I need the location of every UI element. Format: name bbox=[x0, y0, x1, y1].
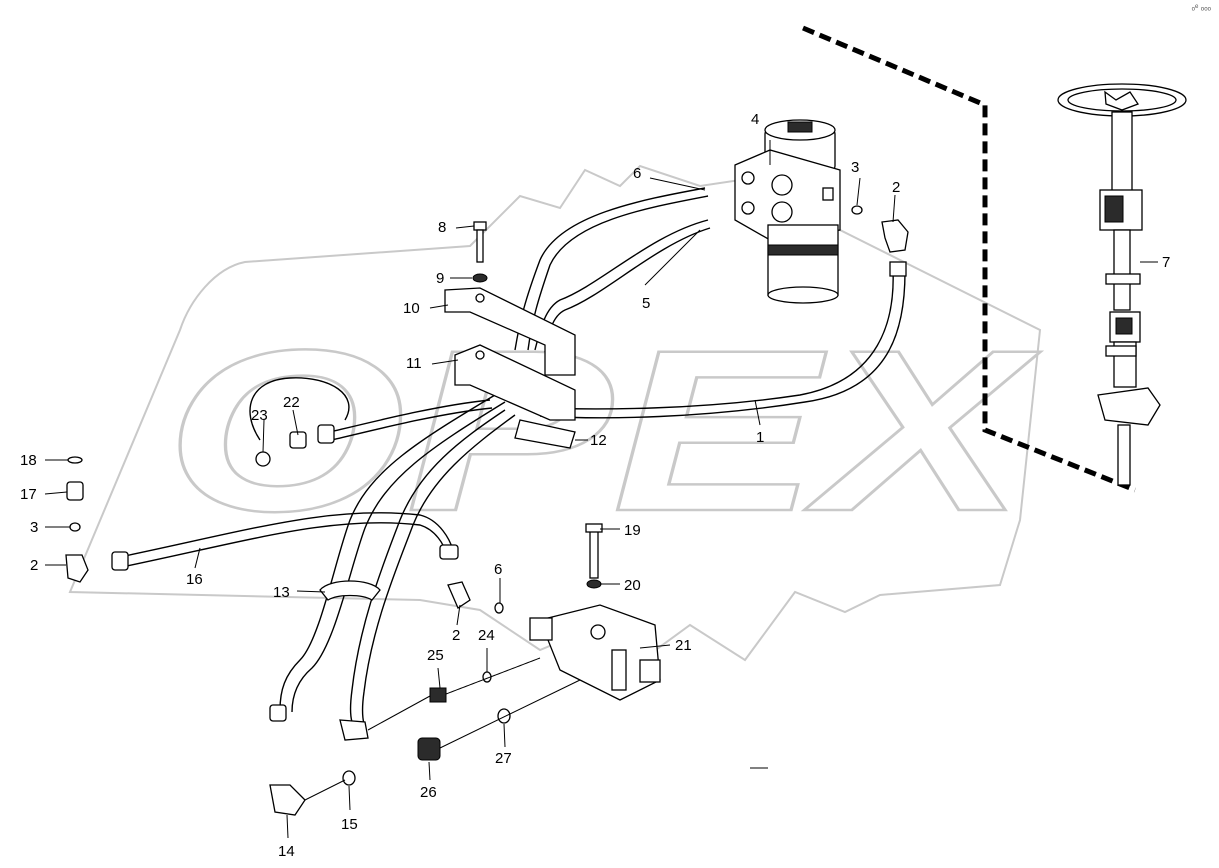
callout-9: 9 bbox=[436, 270, 444, 287]
callout-7: 7 bbox=[1162, 254, 1170, 271]
watermark-gear-outline bbox=[68, 164, 1042, 667]
callout-14: 14 bbox=[278, 843, 295, 860]
callout-6-lower: 6 bbox=[494, 561, 502, 578]
callout-19: 19 bbox=[624, 522, 641, 539]
callout-21: 21 bbox=[675, 637, 692, 654]
left-fittings bbox=[65, 456, 129, 583]
callout-26: 26 bbox=[420, 784, 437, 801]
steering-column bbox=[1057, 83, 1187, 486]
callout-20: 20 bbox=[624, 577, 641, 594]
callout-labels: 1 2 2 2 3 3 4 5 6 6 7 8 9 10 11 12 13 14… bbox=[20, 111, 1170, 860]
bracket-assembly bbox=[444, 287, 576, 449]
cab-panel-outline bbox=[802, 25, 1136, 493]
valve-21 bbox=[529, 523, 661, 701]
callout-25: 25 bbox=[427, 647, 444, 664]
callout-4: 4 bbox=[751, 111, 759, 128]
callout-8: 8 bbox=[438, 219, 446, 236]
steering-unit bbox=[734, 119, 841, 304]
callout-17: 17 bbox=[20, 486, 37, 503]
callout-12: 12 bbox=[590, 432, 607, 449]
callout-16: 16 bbox=[186, 571, 203, 588]
callout-1: 1 bbox=[756, 429, 764, 446]
leader-lines bbox=[44, 140, 1158, 839]
callout-22: 22 bbox=[283, 394, 300, 411]
callout-10: 10 bbox=[403, 300, 420, 317]
bolt-8 bbox=[472, 221, 488, 283]
callout-15: 15 bbox=[341, 816, 358, 833]
fitting-2-upper bbox=[851, 205, 909, 277]
callout-11: 11 bbox=[406, 355, 422, 372]
callout-3-upper: 3 bbox=[851, 159, 859, 176]
callout-13: 13 bbox=[273, 584, 290, 601]
callout-27: 27 bbox=[495, 750, 512, 767]
hoses bbox=[119, 187, 906, 725]
callout-5: 5 bbox=[642, 295, 650, 312]
callout-3-left: 3 bbox=[30, 519, 38, 536]
clamp-13 bbox=[319, 580, 381, 601]
callout-18: 18 bbox=[20, 452, 37, 469]
watermark: OPEX bbox=[68, 164, 1042, 667]
watermark-text: OPEX bbox=[165, 302, 1041, 559]
callout-6-upper: 6 bbox=[633, 165, 641, 182]
callout-23: 23 bbox=[251, 407, 268, 424]
corner-mark: ₒᵉ ₒₒₒ bbox=[1191, 2, 1211, 12]
callout-2-left: 2 bbox=[30, 557, 38, 574]
lower-fittings bbox=[255, 424, 511, 816]
callout-2-upper: 2 bbox=[892, 179, 900, 196]
callout-24: 24 bbox=[478, 627, 495, 644]
callout-2-lower: 2 bbox=[452, 627, 460, 644]
